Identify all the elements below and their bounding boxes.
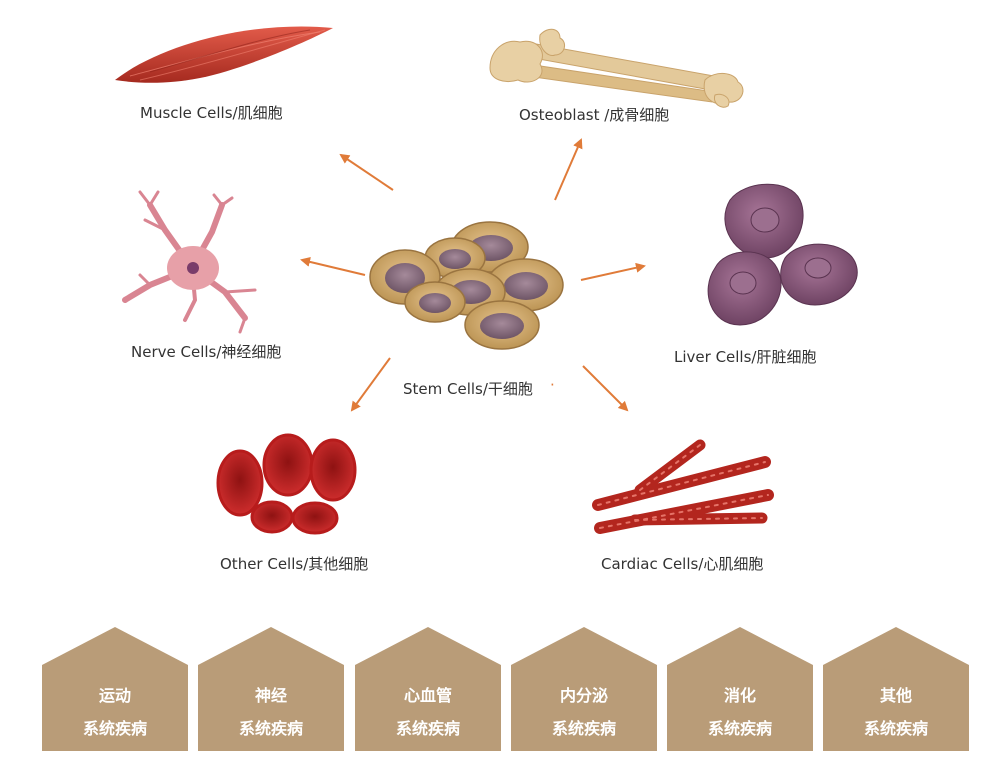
disease-tile-line1: 内分泌 bbox=[559, 686, 608, 705]
arrows bbox=[300, 138, 646, 412]
disease-tile-line1: 心血管 bbox=[403, 686, 452, 705]
arrow-to-nerve bbox=[300, 256, 366, 276]
nerve-soma bbox=[167, 246, 219, 290]
disease-tile-line1: 神经 bbox=[254, 686, 287, 705]
disease-tile-nervous: 神经 系统疾病 bbox=[198, 627, 344, 751]
disease-tile-line2: 系统疾病 bbox=[863, 719, 928, 738]
muscle-cell-icon bbox=[115, 26, 333, 83]
arrow-to-osteoblast bbox=[554, 138, 583, 201]
disease-tile-endocrine: 内分泌 系统疾病 bbox=[511, 627, 657, 751]
disease-tile-other: 其他 系统疾病 bbox=[823, 627, 969, 751]
disease-tile-line2: 系统疾病 bbox=[551, 719, 616, 738]
nerve-cells-label: Nerve Cells/神经细胞 bbox=[131, 343, 282, 361]
liver-cells-label: Liver Cells/肝脏细胞 bbox=[674, 348, 817, 366]
osteoblast-label: Osteoblast /成骨细胞 bbox=[519, 106, 670, 124]
disease-tile-digestive: 消化 系统疾病 bbox=[667, 627, 813, 751]
red-blood-cell-icon bbox=[216, 433, 357, 535]
disease-tile-line1: 消化 bbox=[723, 686, 756, 705]
stem-cell-icon bbox=[369, 221, 564, 350]
disease-tile-line1: 其他 bbox=[879, 686, 912, 705]
disease-tile-motor: 运动 系统疾病 bbox=[42, 627, 188, 751]
stem-cells-label: Stem Cells/干细胞 bbox=[403, 380, 533, 398]
bone-icon bbox=[489, 28, 744, 108]
cardiac-cell-icon bbox=[592, 439, 774, 534]
disease-tile-line2: 系统疾病 bbox=[395, 719, 460, 738]
stem-cells-dot: · bbox=[550, 376, 555, 394]
other-cells-label: Other Cells/其他细胞 bbox=[220, 555, 369, 573]
muscle-cells-label: Muscle Cells/肌细胞 bbox=[140, 104, 283, 122]
arrow-to-muscle bbox=[339, 153, 394, 191]
arrow-to-liver bbox=[580, 262, 646, 281]
disease-tile-line2: 系统疾病 bbox=[707, 719, 772, 738]
cardiac-cells-label: Cardiac Cells/心肌细胞 bbox=[601, 555, 764, 573]
liver-cell-icon bbox=[707, 183, 858, 326]
disease-tile-line1: 运动 bbox=[98, 686, 131, 705]
disease-tile-cardiovascular: 心血管 系统疾病 bbox=[355, 627, 501, 751]
arrow-to-other bbox=[350, 357, 391, 412]
disease-tile-line2: 系统疾病 bbox=[82, 719, 147, 738]
disease-tile-line2: 系统疾病 bbox=[238, 719, 303, 738]
arrow-to-cardiac bbox=[582, 365, 629, 412]
